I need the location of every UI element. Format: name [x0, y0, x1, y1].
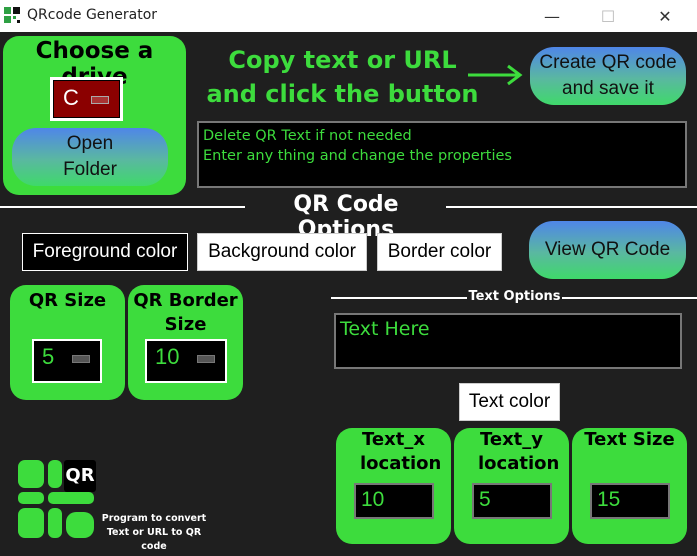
qr-size-spinner-icon: [72, 355, 90, 363]
minimize-button[interactable]: —: [529, 0, 575, 32]
text-y-label: Text_y location: [478, 429, 560, 474]
text-y-input[interactable]: 5: [472, 483, 552, 519]
qr-logo-badge: QR: [64, 460, 96, 492]
qr-border-spinbox[interactable]: 10: [145, 339, 227, 383]
app-qr-icon: [4, 7, 20, 23]
window-title: QRcode Generator: [27, 7, 158, 23]
qr-size-value: 5: [42, 344, 55, 369]
background-color-button[interactable]: Background color: [197, 233, 367, 271]
logo-caption: Program to convert Text or URL to QR cod…: [96, 512, 212, 554]
text-entry[interactable]: Text Here: [334, 313, 682, 369]
text-x-input[interactable]: 10: [354, 483, 434, 519]
maximize-button[interactable]: ☐: [585, 0, 631, 32]
arrow-right-icon: [468, 64, 523, 86]
qr-text-line-1: Delete QR Text if not needed: [203, 128, 412, 144]
text-options-divider-left: [331, 297, 467, 299]
border-color-button[interactable]: Border color: [377, 233, 502, 271]
qr-border-label: QR Border Size: [133, 290, 238, 335]
close-button[interactable]: ✕: [642, 0, 688, 32]
text-x-label: Text_x location: [360, 429, 442, 474]
instruction-line-2: and click the button: [206, 80, 479, 108]
drive-value: C: [63, 85, 79, 110]
text-size-input[interactable]: 15: [590, 483, 670, 519]
logo-caption-line-2: Text or URL to QR code: [106, 527, 202, 552]
view-qr-button[interactable]: View QR Code: [529, 221, 686, 279]
qr-logo-icon: [18, 460, 94, 538]
text-color-button[interactable]: Text color: [459, 383, 560, 421]
open-folder-button[interactable]: Open Folder: [12, 128, 168, 186]
close-icon: ✕: [658, 6, 672, 26]
foreground-color-button[interactable]: Foreground color: [22, 233, 188, 271]
text-options-divider-right: [562, 297, 697, 299]
logo-caption-line-1: Program to convert: [101, 513, 207, 524]
text-size-label: Text Size: [584, 429, 675, 450]
qr-size-spinbox[interactable]: 5: [32, 339, 102, 383]
text-entry-value: Text Here: [340, 318, 430, 340]
options-divider-left: [0, 206, 245, 208]
instruction-line-1: Copy text or URL: [228, 46, 457, 74]
text-options-heading: Text Options: [468, 289, 561, 304]
qr-border-value: 10: [155, 344, 180, 369]
minimize-icon: —: [544, 6, 560, 26]
drive-selector[interactable]: C: [50, 77, 123, 121]
qr-text-area[interactable]: Delete QR Text if not needed Enter any t…: [197, 121, 687, 188]
drive-dropdown-indicator-icon: [91, 96, 109, 104]
maximize-icon: ☐: [600, 6, 616, 26]
qr-size-label: QR Size: [28, 290, 107, 311]
title-bar: QRcode Generator — ☐ ✕: [0, 0, 697, 32]
qr-text-line-2: Enter any thing and change the propertie…: [203, 148, 512, 164]
create-qr-button[interactable]: Create QR code and save it: [530, 47, 686, 105]
options-divider-right: [446, 206, 697, 208]
qr-border-spinner-icon: [197, 355, 215, 363]
